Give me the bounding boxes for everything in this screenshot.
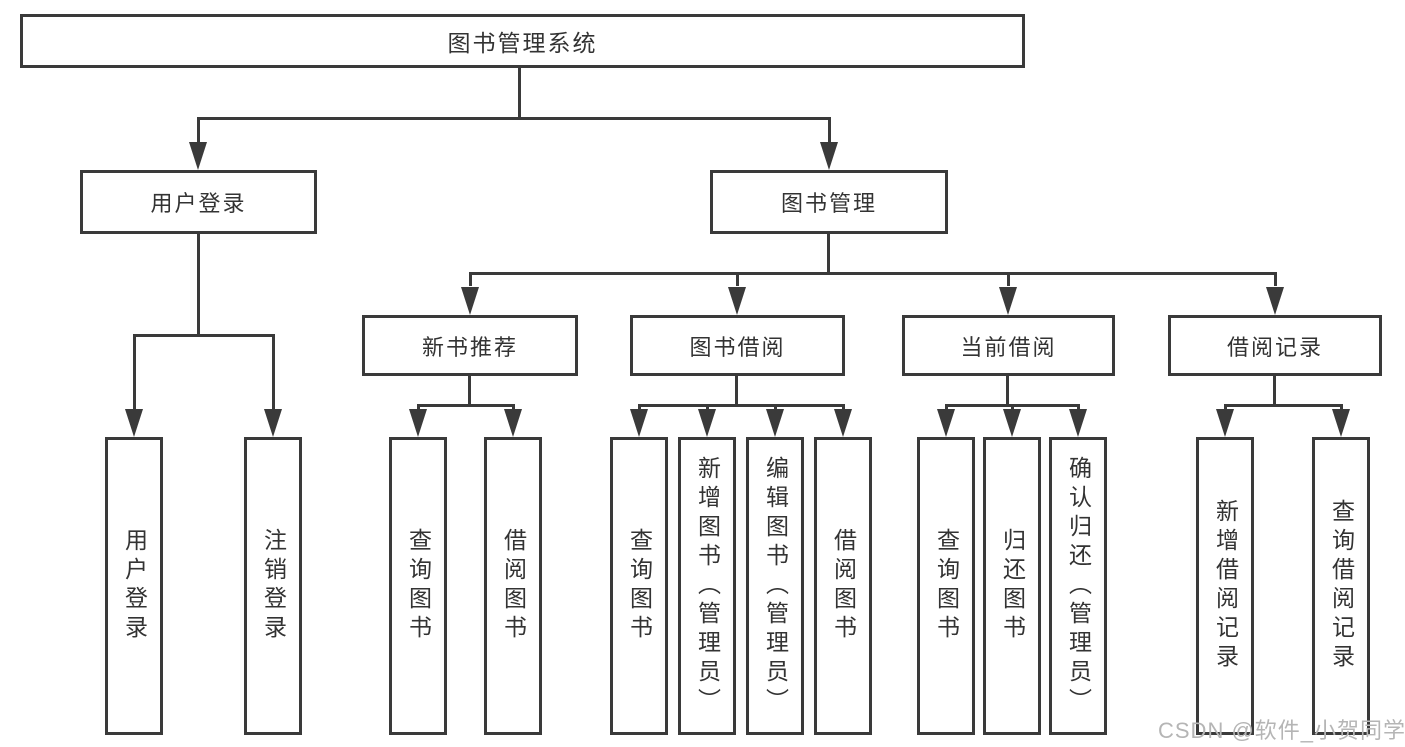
- connector-stub-new-book: [469, 274, 472, 286]
- leaf-borrow-books-recommend: 借阅图书: [484, 437, 542, 735]
- leaf-query-books-recommend: 查询图书: [389, 437, 447, 735]
- arrow-to-leaf-borrow-books-recommend: [504, 409, 522, 437]
- connector-stub-book-borrowing: [736, 274, 739, 286]
- connector-stub: [842, 406, 845, 411]
- leaf-edit-book-admin: 编辑图书（管理员）: [746, 437, 804, 735]
- connector-book-borrowing-vline: [735, 376, 738, 406]
- arrow-to-leaf-add-book-admin: [698, 409, 716, 437]
- connector-stub: [1077, 406, 1080, 411]
- arrow-to-new-book-recommendation: [461, 287, 479, 315]
- arrow-to-leaf-edit-book-admin: [766, 409, 784, 437]
- leaf-label: 查询图书: [405, 528, 432, 644]
- arrow-to-leaf-return-book: [1003, 409, 1021, 437]
- leaf-label: 注销登录: [260, 528, 287, 644]
- connector-stub: [706, 406, 709, 411]
- connector-stub: [945, 406, 948, 411]
- node-label: 借阅记录: [1226, 334, 1323, 360]
- leaf-label: 查询图书: [933, 528, 960, 644]
- connector-stub: [774, 406, 777, 411]
- connector-stub: [1224, 406, 1227, 411]
- leaf-add-borrow-record: 新增借阅记录: [1196, 437, 1254, 735]
- connector-borrowing-records-hline: [1224, 404, 1343, 407]
- arrow-to-leaf-user-login: [125, 409, 143, 437]
- connector-user-login-vline: [197, 234, 200, 336]
- arrow-to-current-borrowing: [999, 287, 1017, 315]
- connector-stub: [638, 406, 641, 411]
- node-label: 用户登录: [150, 191, 247, 216]
- leaf-query-books-current: 查询图书: [917, 437, 975, 735]
- connector-stub: [417, 406, 420, 411]
- node-book-management: 图书管理: [710, 170, 948, 234]
- arrow-to-leaf-query-books-borrowing: [630, 409, 648, 437]
- leaf-logout: 注销登录: [244, 437, 302, 735]
- leaf-borrow-books-borrowing: 借阅图书: [814, 437, 872, 735]
- arrow-to-leaf-query-borrow-record: [1332, 409, 1350, 437]
- arrow-to-borrowing-records: [1266, 287, 1284, 315]
- arrow-to-leaf-logout: [264, 409, 282, 437]
- connector-stub: [1340, 406, 1343, 411]
- connector-book-borrowing-hline: [638, 404, 845, 407]
- connector-stub: [1011, 406, 1014, 411]
- node-label: 图书管理: [780, 191, 877, 216]
- connector-current-borrowing-vline: [1006, 376, 1009, 406]
- leaf-label: 新增图书（管理员）: [694, 455, 721, 717]
- connector-stub-book-management: [828, 119, 831, 145]
- connector-stub: [512, 406, 515, 411]
- connector-stub-leaf-logout: [272, 336, 275, 410]
- node-new-book-recommendation: 新书推荐: [362, 315, 578, 376]
- csdn-watermark: CSDN @软件_小贺同学: [1158, 718, 1405, 743]
- leaf-confirm-return-admin: 确认归还（管理员）: [1049, 437, 1107, 735]
- leaf-label: 查询图书: [626, 528, 653, 644]
- leaf-return-book: 归还图书: [983, 437, 1041, 735]
- leaf-label: 确认归还（管理员）: [1065, 455, 1092, 717]
- leaf-add-book-admin: 新增图书（管理员）: [678, 437, 736, 735]
- connector-new-book-hline: [417, 404, 515, 407]
- connector-borrowing-records-vline: [1273, 376, 1276, 406]
- connector-user-login-hline: [133, 334, 275, 337]
- node-library-management-system: 图书管理系统: [20, 14, 1025, 68]
- node-book-borrowing: 图书借阅: [630, 315, 845, 376]
- arrow-to-leaf-add-borrow-record: [1216, 409, 1234, 437]
- connector-stub-leaf-user-login: [133, 336, 136, 410]
- connector-root-vline: [518, 68, 521, 119]
- connector-book-management-hline: [469, 272, 1277, 275]
- leaf-query-borrow-record: 查询借阅记录: [1312, 437, 1370, 735]
- leaf-label: 归还图书: [999, 528, 1026, 644]
- leaf-label: 查询借阅记录: [1328, 499, 1355, 673]
- arrow-to-leaf-confirm-return-admin: [1069, 409, 1087, 437]
- arrow-to-leaf-query-books-recommend: [409, 409, 427, 437]
- connector-stub-user-login: [197, 119, 200, 145]
- connector-book-management-vline: [827, 234, 830, 274]
- leaf-query-books-borrowing: 查询图书: [610, 437, 668, 735]
- connector-root-hline: [197, 117, 831, 120]
- connector-new-book-vline: [468, 376, 471, 406]
- leaf-label: 用户登录: [121, 528, 148, 644]
- node-label: 图书借阅: [689, 334, 786, 360]
- arrow-to-user-login: [189, 142, 207, 170]
- leaf-label: 借阅图书: [830, 528, 857, 644]
- node-label: 当前借阅: [960, 334, 1057, 360]
- leaf-label: 借阅图书: [500, 528, 527, 644]
- arrow-to-book-borrowing: [728, 287, 746, 315]
- arrow-to-leaf-query-books-current: [937, 409, 955, 437]
- node-label: 图书管理系统: [447, 30, 598, 56]
- arrow-to-book-management: [820, 142, 838, 170]
- node-label: 新书推荐: [421, 334, 518, 360]
- leaf-label: 新增借阅记录: [1212, 499, 1239, 673]
- leaf-label: 编辑图书（管理员）: [762, 455, 789, 717]
- connector-current-borrowing-hline: [945, 404, 1080, 407]
- leaf-user-login: 用户登录: [105, 437, 163, 735]
- node-user-login: 用户登录: [80, 170, 317, 234]
- arrow-to-leaf-borrow-books-borrowing: [834, 409, 852, 437]
- connector-stub-current-borrowing: [1007, 274, 1010, 286]
- node-current-borrowing: 当前借阅: [902, 315, 1115, 376]
- node-borrowing-records: 借阅记录: [1168, 315, 1382, 376]
- connector-stub-borrowing-records: [1274, 274, 1277, 286]
